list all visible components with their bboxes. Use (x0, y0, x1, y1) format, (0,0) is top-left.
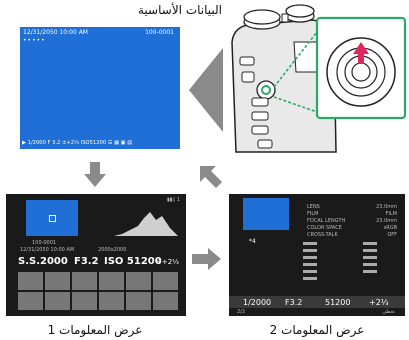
left-arrow-icon (189, 48, 223, 132)
info1-histogram (114, 212, 178, 236)
info2-value-lens: 23.0mm (376, 204, 397, 210)
info1-thumbnail (26, 200, 78, 236)
info2-row-lens: LENS (307, 204, 320, 210)
diagonal-arrow-icon (200, 166, 222, 188)
down-arrow-icon (84, 162, 106, 187)
basic-data-screen: 12/31/2050 10:00 AM 100-0001 ••••• ▶ 1/2… (20, 27, 180, 149)
info2-value-focal: 23.0mm (376, 218, 397, 224)
info1-exposure: ⊖+2⅓ (156, 258, 179, 266)
info2-row-film: FILM (307, 211, 319, 217)
info2-thumbnail (243, 198, 289, 230)
info2-row-focal: FOCAL LENGTH (307, 218, 346, 224)
info1-aperture: F3.2 (74, 256, 99, 267)
caption-info-display-2: عرض المعلومات 2 (269, 323, 365, 337)
info-display-2-screen: *4 LENS FILM FOCAL LENGTH COLOR SPACE CR… (229, 194, 405, 316)
info1-frame: 100-0001 (32, 240, 57, 246)
info2-row-crosstalk: CROSS-TALK (307, 232, 338, 238)
info2-bottom-bar: 1/2000 F3.2 51200 +2⅓ (229, 296, 405, 308)
info2-value-colorspace: sRGB (383, 225, 397, 231)
info2-exposure: +2⅓ (369, 298, 389, 307)
info2-value-film: FILM (385, 211, 397, 217)
info1-battery: ▮▮▯ 1 (166, 197, 180, 203)
info2-shutter: 1/2000 (243, 298, 272, 307)
info2-footer-right: تخطي (382, 309, 395, 315)
info2-aperture: F3.2 (285, 298, 303, 307)
info2-iso: 51200 (325, 298, 351, 307)
basic-frame-number: 100-0001 (145, 29, 174, 36)
camera-illustration (231, 4, 407, 153)
basic-datetime: 12/31/2050 10:00 AM (23, 29, 88, 36)
info2-row-colorspace: COLOR SPACE (307, 225, 342, 231)
right-arrow-icon (192, 248, 221, 270)
info1-size: 2000x2000 (98, 247, 127, 253)
info2-value-crosstalk: OFF (387, 232, 397, 238)
info1-shutter: S.S.2000 (18, 256, 68, 267)
info2-badge: *4 (249, 238, 256, 245)
basic-rating-stars: ••••• (23, 37, 46, 44)
info1-settings-grid (18, 272, 178, 310)
info-display-1-screen: ▮▮▯ 1 100-0001 12/31/2050 10:00 AM 2000x… (6, 194, 186, 316)
info1-datetime: 12/31/2050 10:00 AM (20, 247, 75, 253)
caption-info-display-1: عرض المعلومات 1 (47, 323, 143, 337)
info1-iso: ISO 51200 (104, 256, 162, 267)
info2-left-bars (303, 242, 317, 280)
info2-page-indicator: 2/2 (237, 309, 246, 315)
caption-basic-data: البيانات الأساسية (138, 3, 222, 17)
basic-bottom-bar: ▶ 1/2000 F 3.2 ±+2⅓ ISO51200 ☰ ▦ ▣ ▤ (22, 140, 133, 146)
info2-right-bars (363, 242, 377, 273)
